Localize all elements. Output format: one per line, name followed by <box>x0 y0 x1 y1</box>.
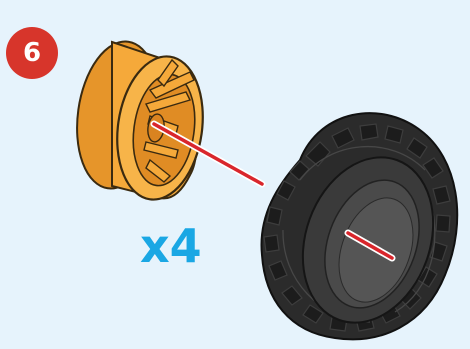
tire-icon <box>261 113 457 341</box>
quantity-label: x4 <box>140 216 202 276</box>
wheel-rim-icon <box>68 36 212 205</box>
step-number-badge: 6 <box>6 27 58 79</box>
